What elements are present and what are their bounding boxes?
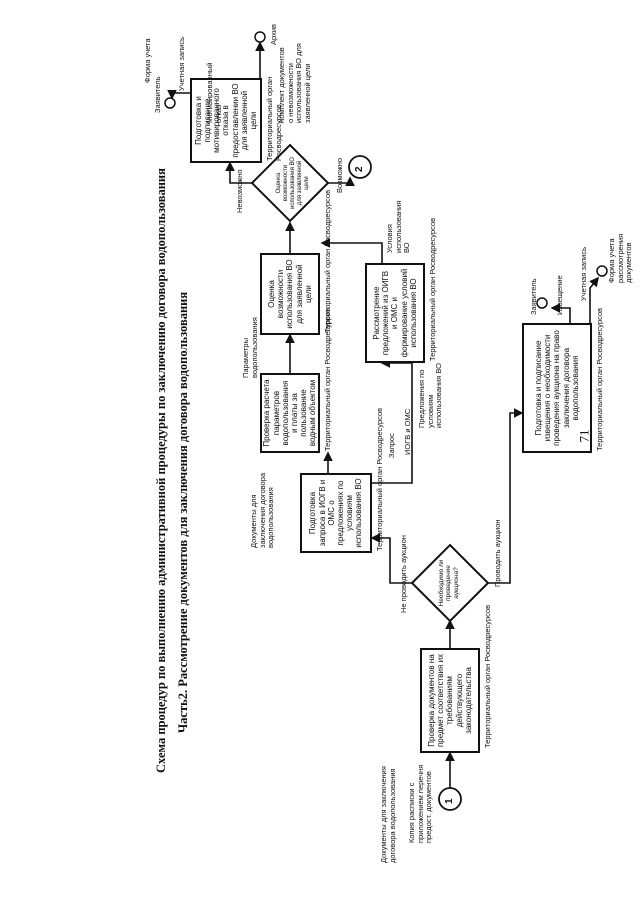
box-assess: Оценка возможности использования ВО для … bbox=[260, 252, 320, 335]
label-params: Параметры водопользования bbox=[241, 316, 259, 378]
input-copy: Копия расписки с приложением перечня пре… bbox=[407, 764, 434, 843]
page-number: 71 bbox=[576, 429, 592, 443]
flow-lines bbox=[164, 30, 608, 811]
box-request: Подготовка запроса в ИОГВ и ОМС о предло… bbox=[300, 472, 372, 553]
connector-start: 1 bbox=[444, 797, 455, 804]
box-assess-org: Территориальный орган Росводресурсов bbox=[323, 189, 332, 333]
box-auction-org: Территориальный орган Росводресурсов bbox=[595, 307, 604, 451]
box-check: Проверка документов на предмет соответст… bbox=[420, 647, 480, 753]
forma-ucheta-mid: Форма учета рассмотрения документов bbox=[607, 233, 634, 283]
label-no-auction: Не проводить аукцион bbox=[399, 534, 408, 613]
label-complect: Комплект документов о невозможности испо… bbox=[277, 42, 312, 123]
label-impossible: Невозможно bbox=[235, 168, 244, 213]
label-docs-contract: Документы для заключения договора водопо… bbox=[249, 472, 276, 548]
label-conditions: Условия использования ВО bbox=[385, 200, 412, 253]
label-iogv: ИОГВ и ОМС bbox=[403, 408, 412, 455]
label-proposals: Предложения по условиям использования ВО bbox=[417, 362, 444, 428]
box-refusal: Подготовка и подписание мотивированного … bbox=[190, 77, 262, 163]
decision-possible-text: Оценка возможности использования ВО для … bbox=[276, 156, 310, 209]
label-request: Запрос bbox=[387, 432, 396, 458]
uchet-zapis-mid: Учетная запись bbox=[579, 246, 588, 301]
box-review-org: Территориальный орган Росводресурсов bbox=[428, 217, 437, 361]
connector-end: 2 bbox=[354, 165, 365, 172]
label-do-auction: Проводить аукцион bbox=[493, 518, 502, 587]
input-docs: Документы для заключения договора водопо… bbox=[379, 765, 397, 863]
label-motivated: Мотивированный отказ bbox=[205, 62, 223, 123]
forma-ucheta-top: Форма учета bbox=[143, 37, 152, 83]
diagram-canvas: Схема процедур по выполнению администрат… bbox=[143, 23, 640, 883]
decision-auction-text: Необходимо ли проведение аукциона? bbox=[438, 559, 460, 606]
uchet-zapis-top: Учетная запись bbox=[177, 36, 186, 91]
label-notice: Извещение bbox=[555, 274, 564, 315]
box-check-org: Территориальный орган Росводресурсов bbox=[483, 604, 492, 748]
label-possible: Возможно bbox=[335, 157, 344, 193]
box-calc: Проверка расчета параметров водопользова… bbox=[260, 372, 320, 453]
box-request-org: Территориальный орган Росводресурсов bbox=[375, 407, 384, 551]
zayavitel-mid: Заявитель bbox=[529, 278, 538, 315]
box-review: Рассмотрение предложений из ОИГВ и ОМС и… bbox=[365, 262, 425, 363]
zayavitel-top: Заявитель bbox=[153, 76, 162, 113]
archive-label: Архив bbox=[269, 23, 278, 45]
